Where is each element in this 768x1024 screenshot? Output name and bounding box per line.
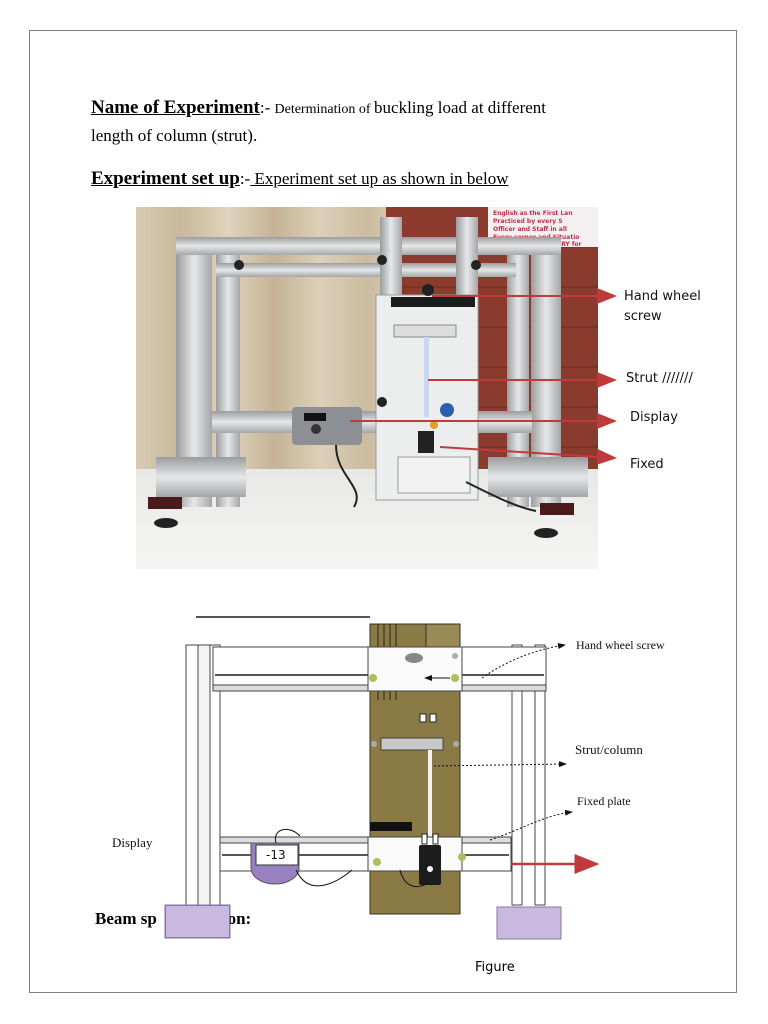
experiment-setup-sep: :-: [239, 169, 251, 188]
experiment-name-text-small: Determination of: [274, 102, 375, 117]
experiment-name-sep: :-: [259, 98, 275, 117]
display-value: -13: [266, 848, 286, 862]
callout-hand-wheel-line2: screw: [624, 309, 662, 324]
callout-display: Display: [630, 410, 678, 425]
experiment-setup-line: Experiment set up:- Experiment set up as…: [91, 168, 508, 190]
diagram-label-hand-wheel-screw: Hand wheel screw: [576, 638, 665, 652]
diagram-label-fixed-plate: Fixed plate: [577, 794, 631, 808]
callout-fixed: Fixed: [630, 457, 664, 472]
callout-strut: Strut ///////: [626, 371, 693, 386]
experiment-setup-text: Experiment set up as shown in below: [250, 169, 509, 188]
page-border: [29, 30, 737, 993]
poster-line-1: English as the First Lan: [493, 210, 573, 217]
arrow-fixed: [439, 446, 617, 465]
apparatus-photo-drawing: English as the First Lan Practiced by ev…: [136, 207, 598, 569]
experiment-setup-label: Experiment set up: [91, 168, 240, 189]
diagram-label-display: Display: [112, 835, 153, 850]
experiment-name-line2: length of column (strut).: [91, 126, 258, 145]
experiment-name-text: buckling load at different: [374, 98, 547, 117]
experiment-name-label: Name of Experiment: [91, 97, 260, 118]
poster-line-2: Practiced by every S: [493, 218, 563, 225]
experiment-name-line: Name of Experiment:- Determination of bu…: [91, 97, 546, 119]
callout-hand-wheel: Hand wheel screw: [624, 287, 701, 327]
apparatus-photo: English as the First Lan Practiced by ev…: [136, 207, 598, 569]
beam-spec-prefix: Beam sp: [95, 909, 157, 928]
poster-line-5: ORY for: [556, 241, 582, 248]
left-base-block: [165, 905, 230, 938]
callout-hand-wheel-line1: Hand wheel: [624, 289, 701, 304]
diagram-label-strut-column: Strut/column: [575, 742, 643, 757]
figure-caption: Figure: [475, 960, 515, 975]
poster-line-3: Officer and Staff in all: [493, 226, 567, 233]
